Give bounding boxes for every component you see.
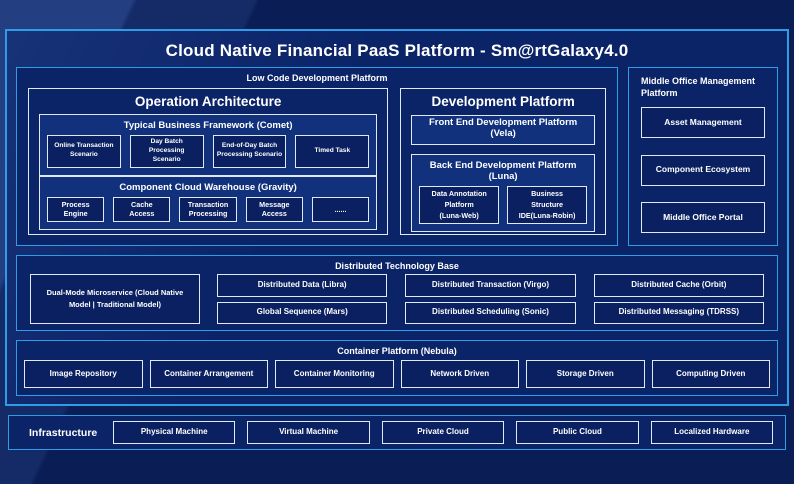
page-title: Cloud Native Financial PaaS Platform - S…	[165, 41, 629, 60]
container-item-box: Storage Driven	[526, 360, 645, 388]
middle-office-item-box: Middle Office Portal	[641, 202, 765, 233]
back-end-item-box: Data Annotation Platform (Luna-Web)	[419, 186, 500, 225]
infrastructure-item-box: Localized Hardware	[650, 421, 774, 444]
low-code-platform-title: Low Code Development Platform	[246, 73, 388, 83]
panel-back-end-platform: Back End Development Platform (Luna) Dat…	[411, 154, 595, 233]
back-end-item-box: Business Structure IDE(Luna-Robin)	[507, 186, 588, 225]
middle-office-item-box: Asset Management	[641, 107, 765, 139]
top-row: Low Code Development Platform Operation …	[16, 67, 778, 246]
infrastructure-label: Infrastructure	[29, 426, 98, 439]
comet-item-box: Timed Task	[295, 135, 370, 168]
middle-office-items: Asset Management Component Ecosystem Mid…	[641, 103, 765, 233]
comet-title: Typical Business Framework (Comet)	[123, 120, 293, 131]
infrastructure-item-box: Physical Machine	[113, 421, 236, 444]
dual-mode-microservice-box: Dual-Mode Microservice (Cloud Native Mod…	[30, 274, 200, 324]
comet-item-box: Day Batch Processing Scenario	[129, 135, 204, 168]
infrastructure-item-box: Public Cloud	[516, 421, 639, 444]
middle-office-item-box: Component Ecosystem	[641, 154, 765, 186]
section-distributed-technology-base: Distributed Technology Base Dual-Mode Mi…	[16, 255, 778, 331]
distributed-item-box: Global Sequence (Mars)	[217, 301, 388, 324]
distributed-item-box: Distributed Scheduling (Sonic)	[405, 301, 576, 324]
back-end-items-row: Data Annotation Platform (Luna-Web) Busi…	[419, 186, 588, 225]
panel-operation-architecture: Operation Architecture Typical Business …	[28, 88, 389, 235]
section-low-code-development-platform: Low Code Development Platform Operation …	[16, 67, 618, 246]
distributed-items-grid: Distributed Data (Libra) Distributed Tra…	[217, 274, 764, 324]
section-container-platform-nebula: Container Platform (Nebula) Image Reposi…	[16, 340, 778, 396]
operation-architecture-title: Operation Architecture	[134, 94, 282, 109]
panel-typical-business-framework-comet: Typical Business Framework (Comet) Onlin…	[39, 114, 378, 176]
section-middle-office-management-platform: Middle Office Management Platform Asset …	[628, 67, 778, 246]
comet-item-box: End-of-Day Batch Processing Scenario	[212, 135, 287, 168]
container-items-row: Image Repository Container Arrangement C…	[17, 359, 777, 395]
container-platform-title: Container Platform (Nebula)	[337, 346, 457, 356]
frame-body: Low Code Development Platform Operation …	[16, 67, 778, 396]
comet-item-box: Online Transaction Scenario	[47, 135, 121, 168]
back-end-platform-title: Back End Development Platform (Luna)	[429, 160, 577, 182]
distributed-item-box: Distributed Transaction (Virgo)	[405, 274, 576, 297]
gravity-item-box: ......	[311, 196, 370, 223]
distributed-item-box: Distributed Data (Libra)	[217, 274, 388, 297]
gravity-item-box: Transaction Processing	[179, 196, 237, 223]
infrastructure-item-box: Virtual Machine	[247, 421, 370, 444]
gravity-item-box: Process Engine	[47, 196, 105, 223]
distributed-base-title: Distributed Technology Base	[335, 261, 459, 271]
container-item-box: Network Driven	[400, 360, 519, 388]
gravity-title: Component Cloud Warehouse (Gravity)	[119, 181, 297, 193]
panel-development-platform: Development Platform Front End Developme…	[400, 88, 606, 235]
platform-frame: Cloud Native Financial PaaS Platform - S…	[5, 29, 789, 406]
gravity-item-box: Message Access	[245, 196, 303, 223]
distributed-item-box: Distributed Messaging (TDRSS)	[593, 301, 764, 324]
container-item-box: Image Repository	[24, 360, 143, 388]
infrastructure-item-box: Private Cloud	[381, 421, 505, 444]
gravity-item-box: Cache Access	[113, 196, 171, 223]
panel-component-cloud-warehouse-gravity: Component Cloud Warehouse (Gravity) Proc…	[39, 175, 378, 231]
section-infrastructure: Infrastructure Physical Machine Virtual …	[8, 415, 786, 450]
development-platform-title: Development Platform	[431, 94, 575, 109]
container-item-box: Computing Driven	[651, 360, 770, 388]
comet-items-row: Online Transaction Scenario Day Batch Pr…	[47, 135, 370, 168]
front-end-platform-box: Front End Development Platform (Vela)	[411, 115, 595, 145]
container-item-box: Container Monitoring	[275, 360, 394, 388]
gravity-items-row: Process Engine Cache Access Transaction …	[47, 196, 370, 223]
low-code-body: Operation Architecture Typical Business …	[17, 86, 617, 245]
distributed-item-box: Distributed Cache (Orbit)	[593, 274, 764, 297]
middle-office-title: Middle Office Management Platform	[641, 76, 756, 99]
distributed-body: Dual-Mode Microservice (Cloud Native Mod…	[17, 274, 777, 330]
container-item-box: Container Arrangement	[149, 360, 268, 388]
